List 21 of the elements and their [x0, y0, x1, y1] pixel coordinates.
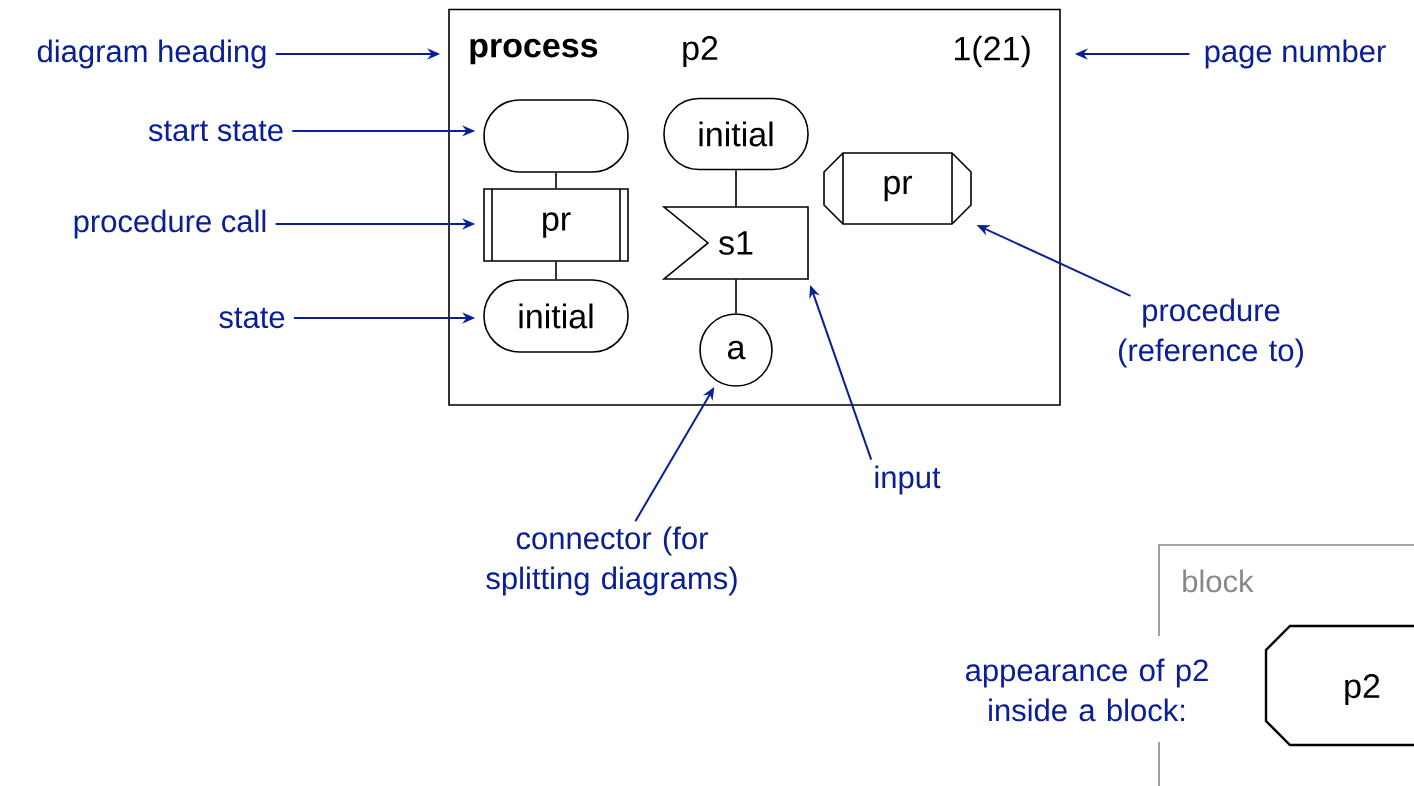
page-number: 1(21) — [955, 35, 1030, 68]
annotation-text: diagram heading — [37, 39, 266, 69]
annotation-text: page number — [1205, 39, 1386, 69]
annotation-text: input — [875, 465, 941, 495]
connector-line — [735, 169, 737, 208]
annotation-text: start state — [148, 120, 283, 142]
block-heading: block — [1183, 569, 1254, 593]
state-box — [483, 99, 629, 173]
annotation-text: procedure (reference to) — [1119, 298, 1303, 368]
diagram-heading: p2 — [683, 36, 718, 67]
connector-line — [555, 261, 557, 280]
state-box: initial — [663, 97, 809, 171]
diagram-heading: process — [470, 38, 598, 65]
annotation-text: connector (for splitting diagrams) — [486, 526, 737, 596]
procedure-call-box: pr — [483, 188, 629, 262]
connector-line — [555, 172, 557, 189]
annotation-text: appearance of p2 inside a block: — [965, 658, 1208, 722]
annotation-text: procedure call — [74, 209, 266, 239]
state-box: initial — [483, 279, 629, 353]
annotation-text: state — [219, 307, 285, 329]
connector-line — [735, 278, 737, 314]
